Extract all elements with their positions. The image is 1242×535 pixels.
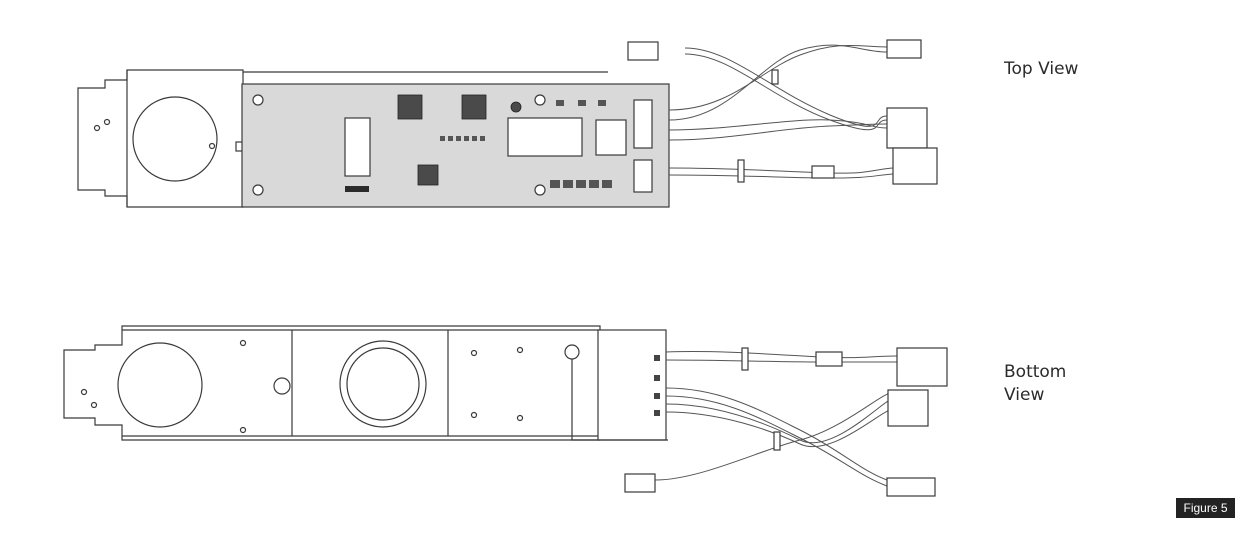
top-view-assembly xyxy=(77,39,938,208)
bottom-bracket-hole xyxy=(117,342,203,428)
screw-icon xyxy=(252,184,264,196)
top-bracket-hole xyxy=(132,96,218,182)
top-view-label: Top View xyxy=(1004,59,1079,79)
screw-icon xyxy=(534,94,546,106)
regulator-chip xyxy=(461,94,487,120)
connector-plug xyxy=(887,389,929,427)
screw-icon xyxy=(534,184,546,196)
wifi-module xyxy=(595,119,627,156)
screw-icon xyxy=(252,94,264,106)
top-connector-lower xyxy=(633,159,653,193)
connector-plug xyxy=(896,347,948,387)
connector-plug xyxy=(886,39,922,59)
figure-badge: Figure 5 xyxy=(1176,498,1235,518)
bottom-view-label: Bottom View xyxy=(1004,362,1067,405)
bottom-wire-harness xyxy=(624,347,948,497)
regulator-chip xyxy=(397,94,423,120)
cable-tie xyxy=(737,159,745,183)
ferrite-bead xyxy=(811,165,835,179)
bottom-mounting-bracket xyxy=(63,325,601,441)
pin-header xyxy=(344,117,371,177)
connector-plug xyxy=(886,107,928,149)
ground-lug-icon xyxy=(564,344,580,360)
connector-plug xyxy=(627,41,659,61)
relay-module xyxy=(507,117,583,157)
microcontroller-chip xyxy=(417,164,439,186)
cable-tie xyxy=(771,69,779,85)
bottom-pcb-board xyxy=(597,329,667,441)
top-connector-upper xyxy=(633,99,653,149)
bottom-view-assembly xyxy=(63,325,948,497)
cable-tie xyxy=(773,431,781,451)
ferrite-bead xyxy=(815,351,843,367)
connector-plug xyxy=(892,147,938,185)
cable-tie xyxy=(741,347,749,371)
top-wire-harness xyxy=(627,39,938,185)
connector-plug xyxy=(886,477,936,497)
connector-plug xyxy=(624,473,656,493)
